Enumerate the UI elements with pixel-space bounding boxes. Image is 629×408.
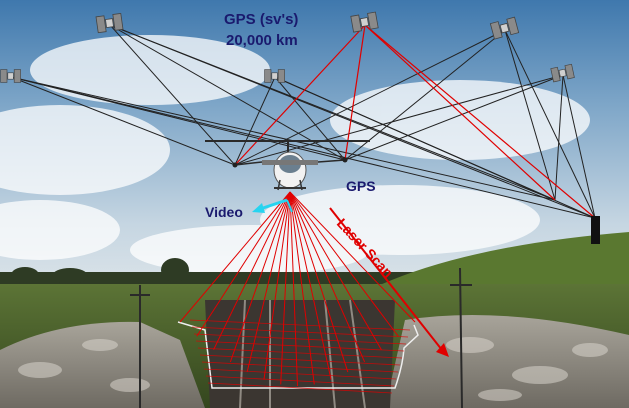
- gps-satellites-label: GPS (sv's): [224, 11, 298, 28]
- laser-ray: [263, 191, 291, 380]
- satellite-links: [10, 24, 596, 219]
- helicopter-icon: [205, 140, 370, 191]
- laser-scan-line: [197, 347, 403, 359]
- laser-scan-arrow: [329, 207, 449, 357]
- laser-ray: [246, 191, 291, 373]
- clouds: [0, 35, 590, 275]
- laser-scan-line: [199, 354, 401, 366]
- laser-ray: [289, 191, 298, 387]
- laser-scan-rays: [179, 191, 416, 394]
- laser-ray: [213, 191, 291, 350]
- video-arrow: [252, 198, 293, 213]
- laser-scan-line: [201, 361, 399, 373]
- satellite-icon: [0, 69, 21, 83]
- laser-scan-line: [203, 368, 397, 380]
- rock-texture: [18, 337, 608, 401]
- satellite-icon: [350, 11, 379, 33]
- gps-orbit-altitude-label: 20,000 km: [226, 32, 298, 49]
- laser-scan-line: [195, 340, 405, 352]
- laser-ray: [289, 191, 416, 323]
- laser-ray: [289, 191, 315, 385]
- laser-scan-line: [193, 333, 407, 345]
- laser-scan-line: [207, 382, 393, 394]
- laser-ray: [289, 191, 399, 337]
- laser-scan-line: [191, 326, 409, 338]
- ground-station-icon: [591, 216, 600, 244]
- gps-receiver-label: GPS: [346, 178, 376, 194]
- laser-ray: [229, 191, 291, 363]
- laser-ray: [196, 191, 291, 337]
- power-poles: [130, 267, 472, 408]
- laser-scan-line: [205, 375, 395, 387]
- laser-ray: [179, 191, 291, 323]
- laser-ray: [289, 191, 332, 380]
- scan-swath-outline: [177, 321, 419, 389]
- rock-cutting-right: [385, 315, 629, 408]
- video-label: Video: [205, 204, 243, 220]
- laser-scan-line: [189, 319, 411, 331]
- satellite-icon: [264, 69, 285, 83]
- rock-cutting-left: [0, 321, 205, 408]
- satellite-icon: [95, 12, 124, 34]
- laser-ray: [289, 191, 366, 363]
- laser-ray: [289, 191, 382, 351]
- satellite-icon: [489, 16, 520, 40]
- laser-ray: [289, 191, 349, 373]
- satellite-icon: [550, 63, 575, 83]
